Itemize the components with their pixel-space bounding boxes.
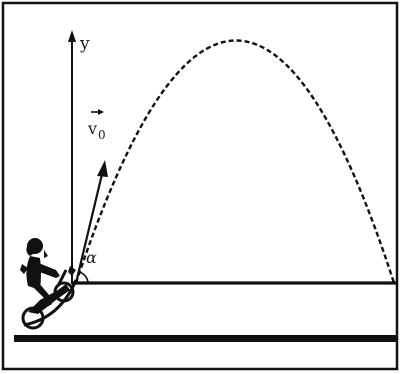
angle-arc <box>78 271 89 284</box>
y-axis-arrowhead <box>68 30 76 42</box>
velocity-base-letter: v <box>88 119 98 138</box>
initial-velocity-label: v0 <box>88 119 106 142</box>
velocity-vector-arrowhead <box>97 160 108 177</box>
launch-angle-label: α <box>86 248 97 267</box>
thick-base-line <box>14 335 398 342</box>
y-axis-label: y <box>80 34 90 54</box>
motorcycle-rider-figure <box>20 238 76 330</box>
vector-overline-arrowhead <box>98 109 104 115</box>
velocity-vector-arrow <box>74 169 105 284</box>
trajectory-curve <box>74 39 396 284</box>
velocity-subscript: 0 <box>98 128 106 142</box>
